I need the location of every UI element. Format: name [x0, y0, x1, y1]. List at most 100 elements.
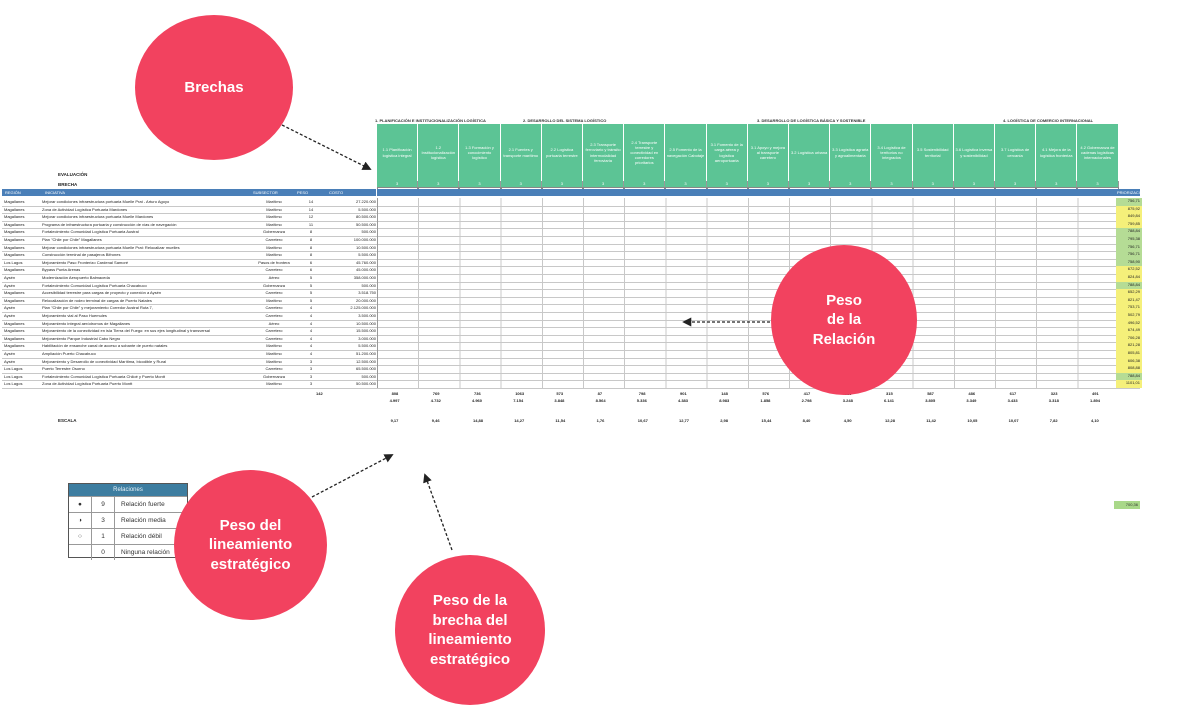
lineamiento-header: 2.4 Transporte terrestre y conectividad … — [624, 124, 666, 181]
column-header-peso: PESO — [294, 189, 326, 196]
cell-peso: 5 — [309, 290, 313, 296]
legend-label: Relación fuerte — [121, 501, 165, 508]
lineamiento-header: 1.2 Institucionalización logística — [418, 124, 460, 181]
cell-region: Magallanes — [4, 328, 25, 334]
cell-sub: Carretero — [265, 290, 283, 296]
cell-region: Los Lagos — [4, 259, 23, 265]
cell-peso: 3 — [309, 366, 313, 372]
column-total: 576 — [762, 391, 770, 396]
cell-name: Mejoramiento de la conectividad en isla … — [42, 328, 210, 334]
cell-peso: 6 — [309, 259, 313, 265]
lineamiento-header: 2.3 Transporte ferroviario y tránsito in… — [583, 124, 625, 181]
cell-peso: 8 — [309, 237, 313, 242]
column-total-weighted: 4.997 — [389, 398, 400, 403]
cell-name: Mejoramiento vial al Paso Huemules — [42, 313, 107, 318]
priority-cell: 756,71 — [1116, 243, 1142, 252]
cell-region: Aysén — [4, 313, 16, 318]
callout-peso-lineamiento: Peso del lineamiento estratégico — [174, 470, 327, 620]
lineamiento-header: 2.1 Fuentes y transporte marítimo — [500, 124, 542, 181]
cell-region: Los Lagos — [4, 366, 23, 372]
cell-sub: Marítimo — [266, 214, 282, 220]
lineamiento-weight: 3 — [953, 181, 995, 187]
legend-value: 1 — [92, 529, 115, 544]
legend-title: Relaciones — [69, 484, 187, 496]
cell-name: Mejorar condiciones infraestructura port… — [42, 214, 154, 220]
grand-total: 700,36 — [1114, 501, 1140, 509]
column-header-costo: COSTO — [326, 189, 376, 196]
cell-name: Ampliación Puerto Chacabuco — [42, 351, 96, 356]
priority-cell: 788,84 — [1116, 281, 1142, 290]
lineamiento-header: 3.6 Logística inversa y sostenibilidad — [953, 124, 995, 181]
lineamiento-weight: 3 — [871, 181, 913, 187]
cell-costo: 500.000 — [361, 282, 376, 288]
relation-cells — [377, 319, 1115, 328]
relation-cells — [377, 213, 1115, 221]
cell-name: Mejoramiento Parque Industrial Cabo Negr… — [42, 335, 121, 341]
column-total-weighted: 4.383 — [678, 398, 689, 403]
cell-peso: 5 — [309, 282, 313, 288]
cell-name: Mejorar condiciones infraestructura port… — [42, 244, 180, 250]
cell-costo: 3.000.000 — [358, 335, 376, 341]
relation-cells — [377, 274, 1115, 282]
lineamiento-header: 3.4 Logística de territorios no integrad… — [871, 124, 913, 181]
callout-peso-brecha: Peso de la brecha del lineamiento estrat… — [395, 555, 545, 705]
cell-peso: 5 — [309, 275, 313, 280]
cell-peso: 11 — [308, 221, 314, 227]
cell-sub: Gobernanza — [262, 229, 285, 235]
cell-costo: 80.500.000 — [355, 214, 376, 220]
relation-cells — [377, 342, 1115, 350]
lineamiento-weight: 3 — [1036, 181, 1078, 187]
cell-sub: Carretero — [265, 305, 283, 311]
cell-costo: 50.500.000 — [355, 221, 376, 227]
relation-symbol-icon — [69, 545, 92, 560]
escala-value: 11,54 — [555, 418, 566, 423]
cell-name: Habilitación de ensanche canal de acceso… — [42, 343, 168, 349]
escala-value: 12,77 — [679, 418, 690, 423]
column-total-weighted: 7.154 — [513, 398, 524, 403]
cell-name: Fortalecimiento Comunidad Logística Port… — [42, 282, 147, 288]
cell-name: Relocalización de rodeo terminal de carg… — [42, 297, 152, 303]
relation-cells — [377, 372, 1115, 381]
cell-region: Aysén — [4, 351, 16, 356]
column-header-priorizacion: PRIORIZACIÓN — [1114, 189, 1146, 196]
legend-value: 0 — [92, 545, 115, 560]
cell-region: Magallanes — [4, 297, 25, 303]
relation-symbol-icon: ◑ — [69, 513, 92, 528]
cell-sub: Marítimo — [266, 381, 282, 387]
group-title: 1. PLANIFICACIÓN E INSTITUCIONALIZACIÓN … — [375, 118, 486, 123]
relation-cells — [377, 327, 1115, 335]
cell-name: Mejoramiento Paso Fronterizo Cardenal Sa… — [42, 259, 129, 265]
group-title: 4. LOGÍSTICA DE COMERCIO INTERNACIONAL — [1003, 118, 1094, 123]
lineamiento-weight: 3 — [706, 181, 748, 187]
cell-name: Accesibilidad terrestre para cargas de p… — [42, 290, 162, 296]
cell-costo: 500.000 — [361, 373, 376, 379]
lineamiento-weight: 3 — [583, 181, 625, 187]
relation-cells — [377, 304, 1115, 312]
lineamiento-header: 4.2 Gobernanza de cadenas logísticas int… — [1077, 124, 1119, 181]
cell-sub: Marítimo — [266, 351, 282, 356]
cell-region: Magallanes — [4, 229, 25, 235]
column-total-weighted: 8.564 — [595, 398, 606, 403]
relation-cells — [377, 289, 1115, 297]
cell-costo: 12.500.000 — [355, 358, 376, 364]
cell-name: Plan "Chile por Chile" Magallanes — [42, 237, 102, 242]
cell-sub: Marítimo — [266, 199, 282, 204]
cell-region: Magallanes — [4, 206, 25, 212]
column-total: 573 — [556, 391, 564, 396]
relation-cells — [377, 380, 1115, 388]
column-total-weighted: 3.805 — [925, 398, 936, 403]
relation-cells — [377, 281, 1115, 290]
relation-cells — [377, 236, 1115, 244]
evaluacion-label: EVALUACIÓN — [58, 172, 88, 177]
column-header-iniciativa: INICIATIVA — [42, 189, 250, 196]
cell-name: Mejoramiento y Desarrollo de conectivida… — [42, 358, 167, 364]
escala-value: 15,44 — [761, 418, 772, 423]
relation-cells — [377, 243, 1115, 252]
lineamiento-header: 3.2 Logística urbana — [789, 124, 831, 181]
cell-region: Magallanes — [4, 244, 25, 250]
cell-region: Los Lagos — [4, 373, 23, 379]
